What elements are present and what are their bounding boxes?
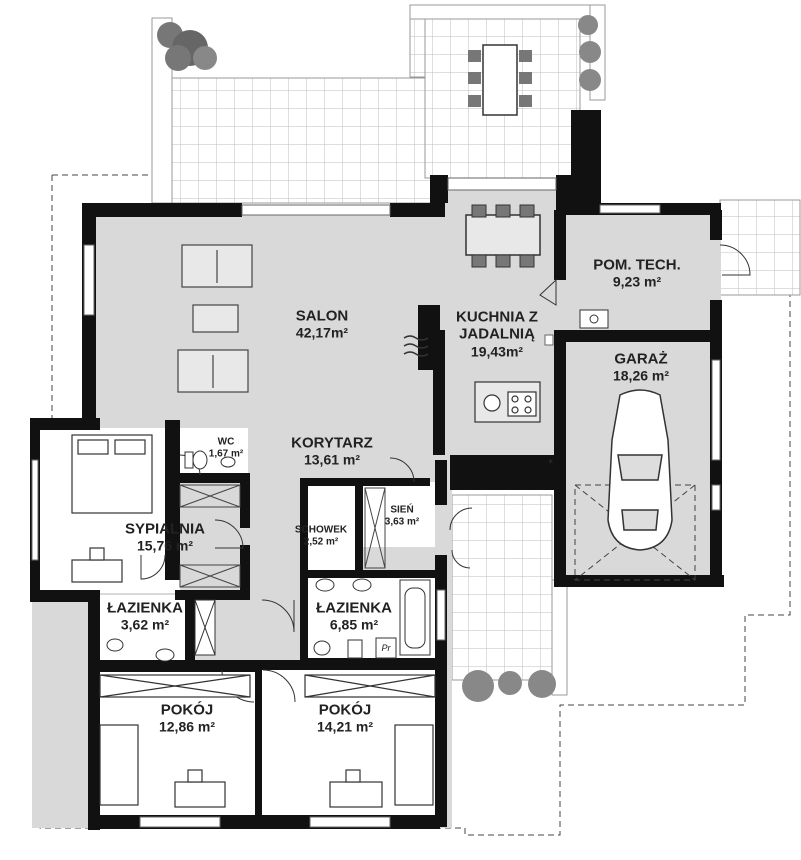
- garaz-name: GARAŻ: [614, 350, 668, 368]
- outdoor-table: [468, 44, 532, 116]
- salon-name: SALON: [295, 307, 349, 325]
- lazienka-big-fixtures: [313, 578, 431, 659]
- pokoj-left-furniture: [99, 674, 251, 808]
- pokoj-left-name: POKÓJ: [160, 701, 214, 719]
- car-icon: [607, 389, 673, 551]
- salon-furniture: [177, 244, 253, 393]
- tech-room-sink: [579, 309, 609, 329]
- pom-tech-area: 9,23 m²: [612, 273, 662, 290]
- fireplace-icon: [403, 335, 429, 357]
- terrace-entrance: [451, 494, 568, 702]
- kitchen-island: [474, 381, 541, 423]
- plant-group-top: [157, 15, 601, 91]
- label-wc: WC 1,67 m²: [209, 437, 243, 460]
- doors: [140, 244, 751, 703]
- garaz-area: 18,26 m²: [612, 367, 670, 384]
- label-kuchnia: KUCHNIA Z JADALNIĄ 19,43m²: [456, 309, 538, 360]
- lazienka-big-name: ŁAZIENKA: [316, 599, 392, 617]
- bed-sypialnia: [71, 434, 153, 583]
- pralka-label: Pr: [382, 643, 391, 653]
- closet-marks: [179, 484, 386, 588]
- terrace-top: [151, 4, 606, 204]
- kitchen-table: [465, 204, 541, 268]
- korytarz-name: KORYTARZ: [291, 434, 373, 452]
- label-sien: SIEŃ 3,63 m²: [385, 505, 419, 528]
- pokoj-left-area: 12,86 m²: [158, 718, 216, 735]
- lazienka-big-area: 6,85 m²: [329, 616, 379, 633]
- asterisk-mark: *: [548, 458, 553, 469]
- pokoj-right-name: POKÓJ: [318, 701, 372, 719]
- pom-tech-name: POM. TECH.: [593, 256, 681, 274]
- wc-area: 1,67 m²: [208, 448, 244, 459]
- pokoj-right-furniture: [304, 674, 436, 808]
- label-pom-tech: POM. TECH. 9,23 m²: [593, 256, 681, 289]
- label-salon: SALON 42,17m²: [296, 307, 349, 340]
- sien-area: 3,63 m²: [384, 516, 420, 527]
- pokoj-right-area: 14,21 m²: [316, 718, 374, 735]
- kuchnia-name-line1: KUCHNIA Z: [456, 308, 538, 326]
- label-lazienka-big: ŁAZIENKA 6,85 m²: [316, 599, 392, 632]
- windows: [31, 177, 721, 828]
- label-schowek: SCHOWEK 2,52 m²: [295, 525, 347, 548]
- label-korytarz: KORYTARZ 13,61 m²: [291, 434, 373, 467]
- korytarz-area: 13,61 m²: [303, 451, 361, 468]
- label-pokoj-left: POKÓJ 12,86 m²: [159, 701, 215, 734]
- lazienka-small-name: ŁAZIENKA: [107, 599, 183, 617]
- schowek-area: 2,52 m²: [303, 536, 339, 547]
- kuchnia-name-line2: JADALNIĄ: [459, 325, 535, 343]
- wc-name: WC: [217, 436, 235, 448]
- salon-area: 42,17m²: [295, 324, 349, 341]
- sypialnia-area: 15,76 m²: [136, 537, 194, 554]
- lazienka-small-area: 3,62 m²: [120, 616, 170, 633]
- pralka-text: Pr: [381, 642, 391, 653]
- label-sypialnia: SYPIALNIA 15,76 m²: [125, 520, 205, 553]
- schowek-name: SCHOWEK: [294, 524, 348, 536]
- sien-name: SIEŃ: [390, 504, 414, 516]
- wc-fixtures: [184, 450, 236, 470]
- label-pokoj-right: POKÓJ 14,21 m²: [317, 701, 373, 734]
- label-garaz: GARAŻ 18,26 m²: [613, 350, 669, 383]
- sypialnia-name: SYPIALNIA: [124, 520, 206, 538]
- lazienka-small-fixtures: [106, 599, 216, 662]
- kuchnia-area: 19,43m²: [470, 343, 524, 360]
- label-lazienka-small: ŁAZIENKA 3,62 m²: [107, 599, 183, 632]
